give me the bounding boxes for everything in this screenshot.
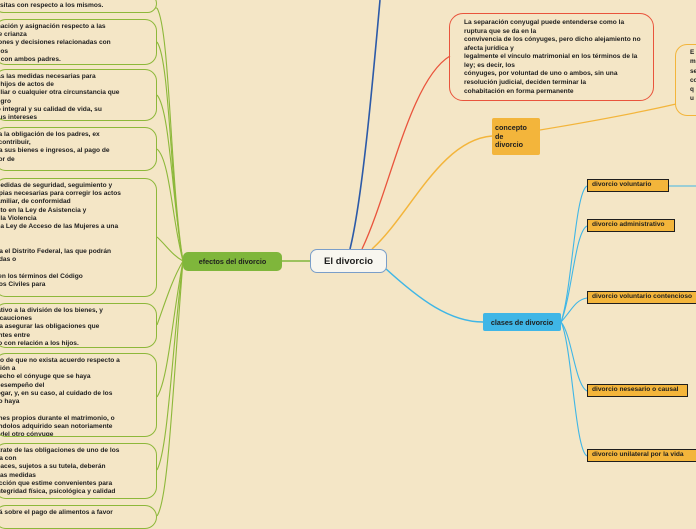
divorce-definition-secondary: E m se co q u co e bbox=[675, 44, 696, 116]
divorce-definition: La separación conyugal puede entenderse … bbox=[449, 13, 654, 101]
effect-item: relativo a la división de los bienes, y … bbox=[0, 303, 157, 348]
effect-item: s medidas de seguridad, seguimiento y er… bbox=[0, 178, 157, 297]
effect-item: e visitas con respecto a los mismos. bbox=[0, 0, 157, 13]
effect-item: se trate de las obligaciones de uno de l… bbox=[0, 443, 157, 499]
effect-item: odas las medidas necesarias para los hij… bbox=[0, 69, 157, 121]
central-topic[interactable]: El divorcio bbox=[310, 249, 387, 273]
effect-item: verá sobre el pago de alimentos a favor bbox=[0, 505, 157, 529]
type-unilateral[interactable]: divorcio unilateral por la vida bbox=[587, 449, 696, 462]
types-branch-node[interactable]: clases de divorcio bbox=[483, 313, 561, 331]
effects-branch-node[interactable]: efectos del divorcio bbox=[183, 252, 282, 271]
connectors-type-items bbox=[560, 185, 696, 457]
concept-label: concepto de divorcio bbox=[495, 123, 527, 150]
effect-item: caso de que no exista acuerdo respecto a… bbox=[0, 353, 157, 437]
concept-branch-node[interactable]: concepto de divorcio bbox=[492, 118, 540, 155]
type-voluntary[interactable]: divorcio voluntario bbox=[587, 179, 669, 192]
connector-types bbox=[384, 267, 484, 323]
effect-item: vo a la obligación de los padres, ex de … bbox=[0, 127, 157, 171]
type-necessary-causal[interactable]: divorcio nesesario o causal bbox=[587, 384, 688, 397]
effect-item: minación y asignación respecto a las s d… bbox=[0, 19, 157, 65]
connector-concept-def bbox=[539, 103, 677, 131]
type-administrative[interactable]: divorcio administrativo bbox=[587, 219, 675, 232]
type-voluntary-contentious[interactable]: divorcio voluntario contencioso bbox=[587, 291, 696, 304]
connector-top bbox=[349, 0, 381, 250]
connector-concept bbox=[371, 135, 493, 250]
connector-definition bbox=[361, 55, 451, 250]
